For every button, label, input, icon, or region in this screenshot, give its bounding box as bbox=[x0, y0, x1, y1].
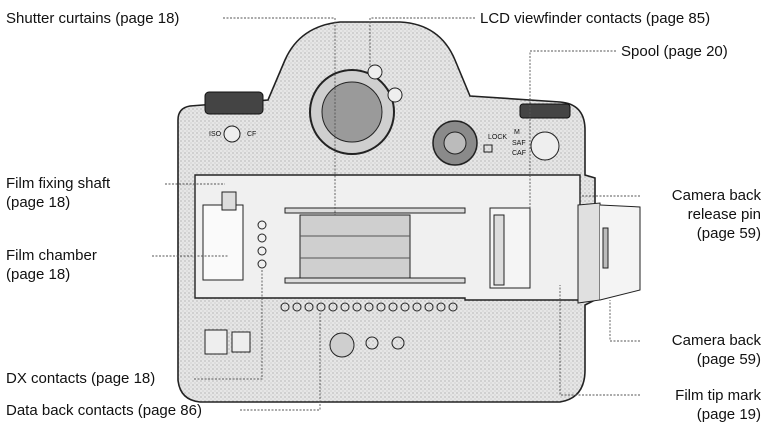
lock-marking: LOCK bbox=[488, 134, 507, 141]
film-rail-bottom bbox=[284, 277, 466, 284]
m-marking: M bbox=[514, 129, 520, 136]
label-camera-back: Camera back (page 59) bbox=[672, 331, 761, 369]
label-data-back-contacts: Data back contacts (page 86) bbox=[6, 402, 202, 419]
shutter-curtains bbox=[299, 214, 411, 282]
label-film-chamber: Film chamber (page 18) bbox=[6, 246, 97, 284]
label-release-pin-line1: Camera back bbox=[671, 187, 761, 204]
cf-marking: CF bbox=[247, 131, 256, 138]
film-fixing-shaft bbox=[221, 191, 237, 211]
leader-lcd-contacts bbox=[369, 17, 475, 68]
camera-back-release-pin bbox=[602, 227, 609, 269]
label-lcd-viewfinder-contacts: LCD viewfinder contacts (page 85) bbox=[480, 10, 711, 27]
film-rail-top bbox=[284, 207, 466, 214]
mode-indicator bbox=[483, 144, 493, 153]
bottom-left-socket bbox=[204, 329, 228, 355]
iso-marking: ISO bbox=[209, 131, 222, 138]
label-film-chamber-line2: (page 18) bbox=[6, 266, 71, 283]
label-film-fixing-shaft-line1: Film fixing shaft bbox=[6, 175, 111, 192]
data-back-contact-row bbox=[280, 302, 458, 312]
label-dx-contacts: DX contacts (page 18) bbox=[6, 370, 156, 387]
label-release-pin-line2: release pin bbox=[687, 206, 761, 223]
label-film-chamber-line1: Film chamber bbox=[6, 247, 97, 264]
caf-marking: CAF bbox=[512, 150, 526, 157]
label-film-tip-mark: Film tip mark (page 19) bbox=[675, 386, 761, 424]
film-chamber bbox=[202, 204, 244, 281]
dx-contact-column bbox=[257, 220, 267, 269]
left-dial bbox=[204, 91, 264, 115]
leader-dx-contacts bbox=[194, 270, 263, 380]
leader-data-back-contacts bbox=[240, 312, 321, 411]
saf-marking: SAF bbox=[512, 140, 526, 147]
camera-back-door bbox=[577, 202, 601, 304]
leader-shutter-curtains bbox=[223, 17, 336, 215]
label-film-fixing-shaft: Film fixing shaft (page 18) bbox=[6, 174, 110, 212]
label-camera-back-line1: Camera back bbox=[671, 332, 761, 349]
label-spool: Spool (page 20) bbox=[621, 43, 728, 60]
label-film-tip-mark-line1: Film tip mark bbox=[675, 387, 761, 404]
focus-mode-knob bbox=[530, 131, 560, 161]
lcd-contact-pins bbox=[367, 64, 383, 80]
leader-spool bbox=[529, 50, 616, 210]
tripod-socket bbox=[329, 332, 355, 358]
label-camera-back-line2: (page 59) bbox=[696, 351, 761, 368]
right-dial bbox=[519, 103, 571, 119]
label-release-pin-line3: (page 59) bbox=[696, 225, 761, 242]
label-film-fixing-shaft-line2: (page 18) bbox=[6, 194, 71, 211]
leader-lines bbox=[152, 17, 640, 411]
iso-cf-knob bbox=[223, 125, 241, 143]
leader-camera-back bbox=[609, 300, 640, 342]
label-shutter-curtains: Shutter curtains (page 18) bbox=[6, 10, 180, 27]
label-camera-back-release-pin: Camera back release pin (page 59) bbox=[672, 186, 761, 243]
label-film-tip-mark-line2: (page 19) bbox=[696, 406, 761, 423]
